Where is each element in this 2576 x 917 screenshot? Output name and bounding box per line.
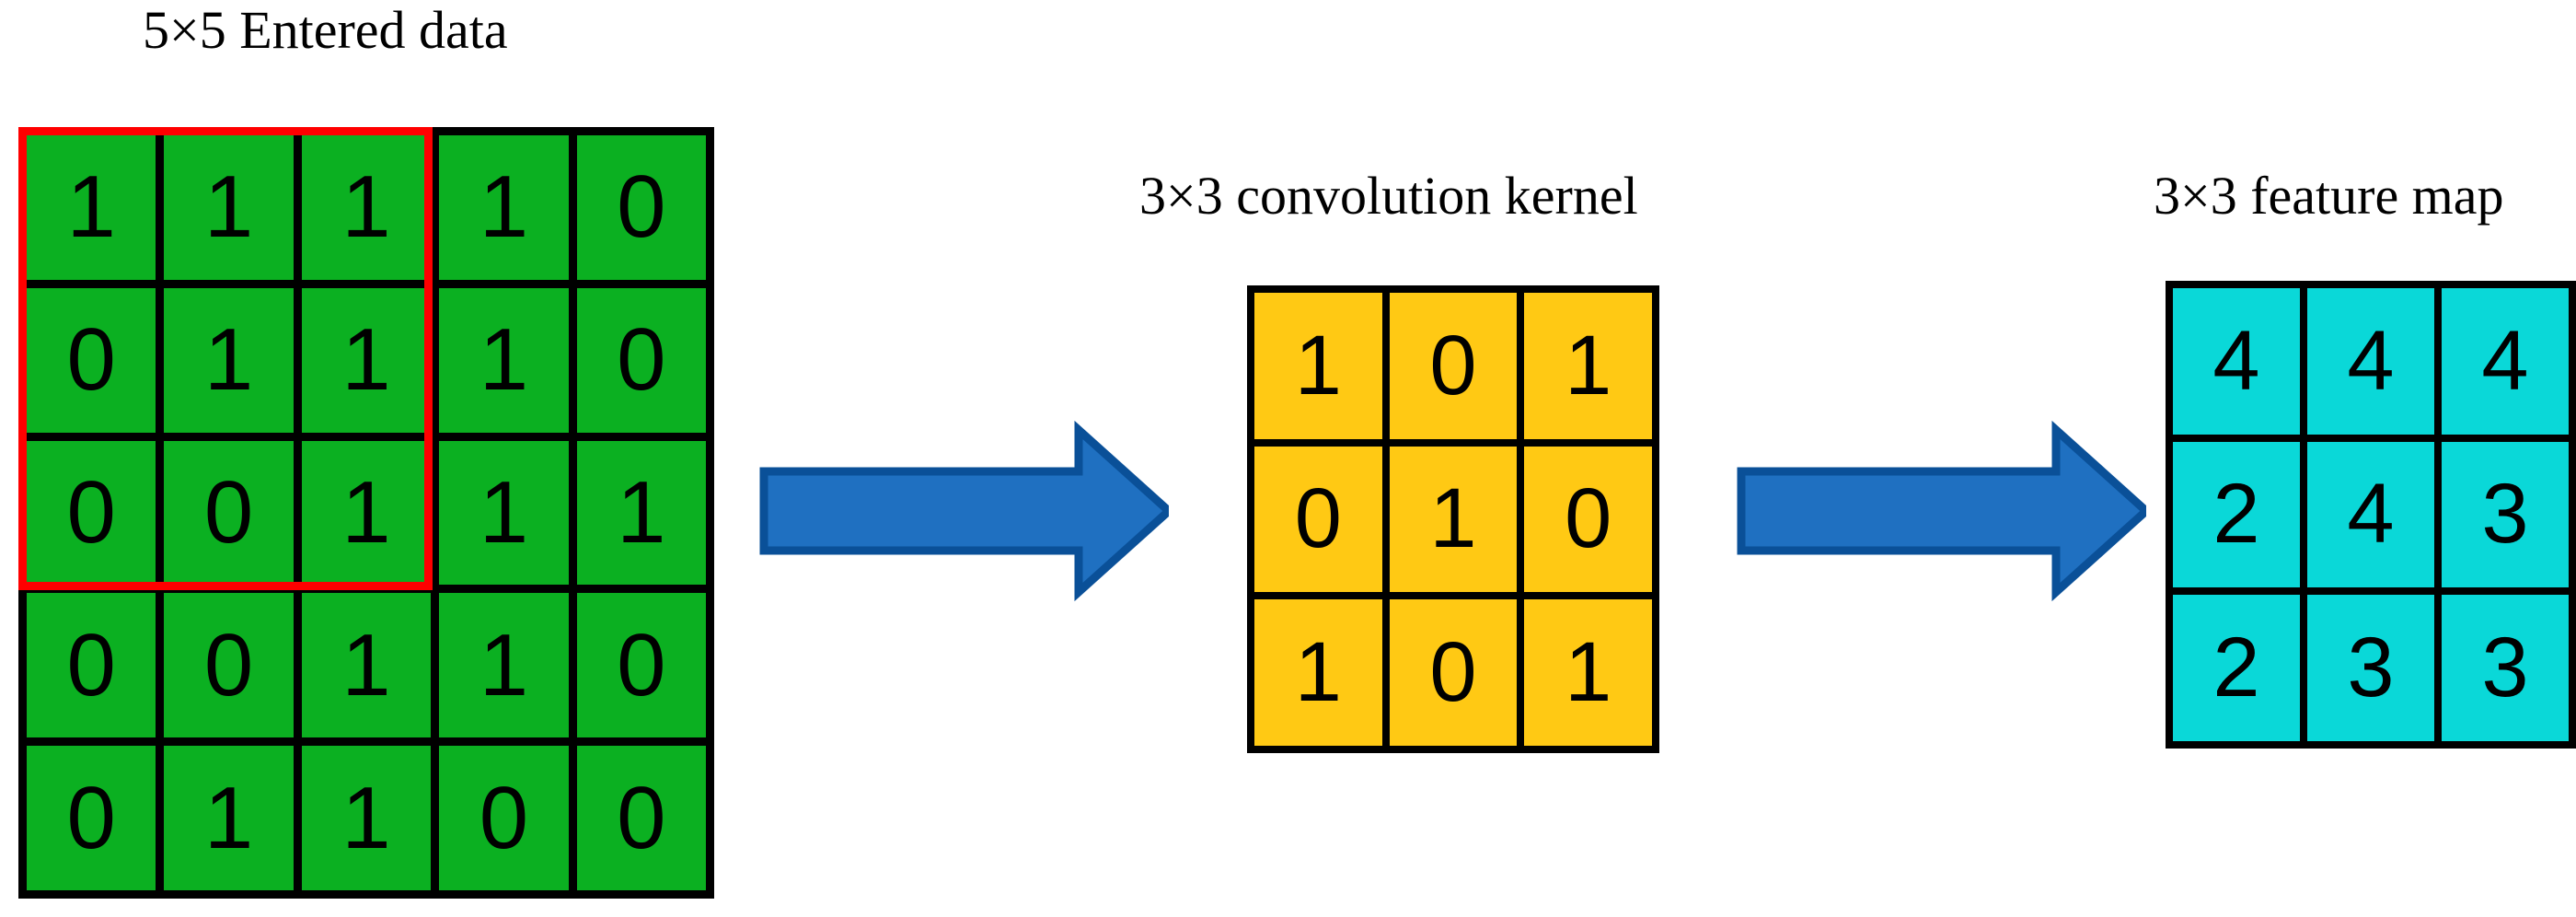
input-cell-r3c2: 1 xyxy=(301,593,432,738)
input-cell-r0c4: 0 xyxy=(576,135,706,280)
input-cell-r1c2: 1 xyxy=(301,287,432,433)
feature-map-cell-r2c1: 3 xyxy=(2307,595,2434,741)
input-cell-r4c1: 1 xyxy=(164,746,294,890)
feature-map-grid: 4 4 4 2 4 3 2 3 3 xyxy=(2166,281,2576,749)
input-cell-r1c1: 1 xyxy=(164,287,294,433)
input-cell-r1c3: 1 xyxy=(439,287,569,433)
input-cell-r3c0: 0 xyxy=(27,593,156,738)
kernel-matrix-title: 3×3 convolution kernel xyxy=(1139,166,1638,226)
input-cell-r2c2: 1 xyxy=(301,440,432,586)
input-cell-r4c4: 0 xyxy=(576,746,706,890)
kernel-cell-r0c2: 1 xyxy=(1524,293,1652,439)
input-cell-r2c3: 1 xyxy=(439,440,569,586)
input-cell-r0c0: 1 xyxy=(27,135,156,280)
kernel-cell-r2c0: 1 xyxy=(1254,599,1382,746)
arrow-input-to-kernel-icon xyxy=(759,420,1169,602)
feature-map-cell-r0c1: 4 xyxy=(2307,288,2434,435)
input-cell-r1c0: 0 xyxy=(27,287,156,433)
input-matrix-grid: 1 1 1 1 0 0 1 1 1 0 0 0 1 1 1 0 0 1 1 0 … xyxy=(18,127,714,899)
input-cell-r4c0: 0 xyxy=(27,746,156,890)
input-cell-r3c3: 1 xyxy=(439,593,569,738)
input-cell-r1c4: 0 xyxy=(576,287,706,433)
kernel-matrix-grid: 1 0 1 0 1 0 1 0 1 xyxy=(1247,285,1659,753)
input-cell-r4c2: 1 xyxy=(301,746,432,890)
input-cell-r3c4: 0 xyxy=(576,593,706,738)
kernel-cell-r1c1: 1 xyxy=(1389,446,1518,593)
input-cell-r2c0: 0 xyxy=(27,440,156,586)
kernel-cell-r0c0: 1 xyxy=(1254,293,1382,439)
input-cell-r0c2: 1 xyxy=(301,135,432,280)
feature-map-cell-r2c2: 3 xyxy=(2442,595,2569,741)
feature-map-cell-r0c0: 4 xyxy=(2173,288,2300,435)
arrow-kernel-to-feature-map-icon xyxy=(1737,420,2146,602)
feature-map-cell-r0c2: 4 xyxy=(2442,288,2569,435)
kernel-cell-r2c1: 0 xyxy=(1389,599,1518,746)
kernel-cell-r1c2: 0 xyxy=(1524,446,1652,593)
feature-map-cell-r2c0: 2 xyxy=(2173,595,2300,741)
input-cell-r4c3: 0 xyxy=(439,746,569,890)
kernel-cell-r2c2: 1 xyxy=(1524,599,1652,746)
input-cell-r0c1: 1 xyxy=(164,135,294,280)
input-cell-r2c1: 0 xyxy=(164,440,294,586)
input-matrix-title: 5×5 Entered data xyxy=(143,0,508,60)
kernel-cell-r0c1: 0 xyxy=(1389,293,1518,439)
input-cell-r3c1: 0 xyxy=(164,593,294,738)
feature-map-cell-r1c0: 2 xyxy=(2173,441,2300,588)
input-cell-r0c3: 1 xyxy=(439,135,569,280)
feature-map-cell-r1c2: 3 xyxy=(2442,441,2569,588)
feature-map-cell-r1c1: 4 xyxy=(2307,441,2434,588)
input-cell-r2c4: 1 xyxy=(576,440,706,586)
kernel-cell-r1c0: 0 xyxy=(1254,446,1382,593)
feature-map-title: 3×3 feature map xyxy=(2154,166,2504,226)
